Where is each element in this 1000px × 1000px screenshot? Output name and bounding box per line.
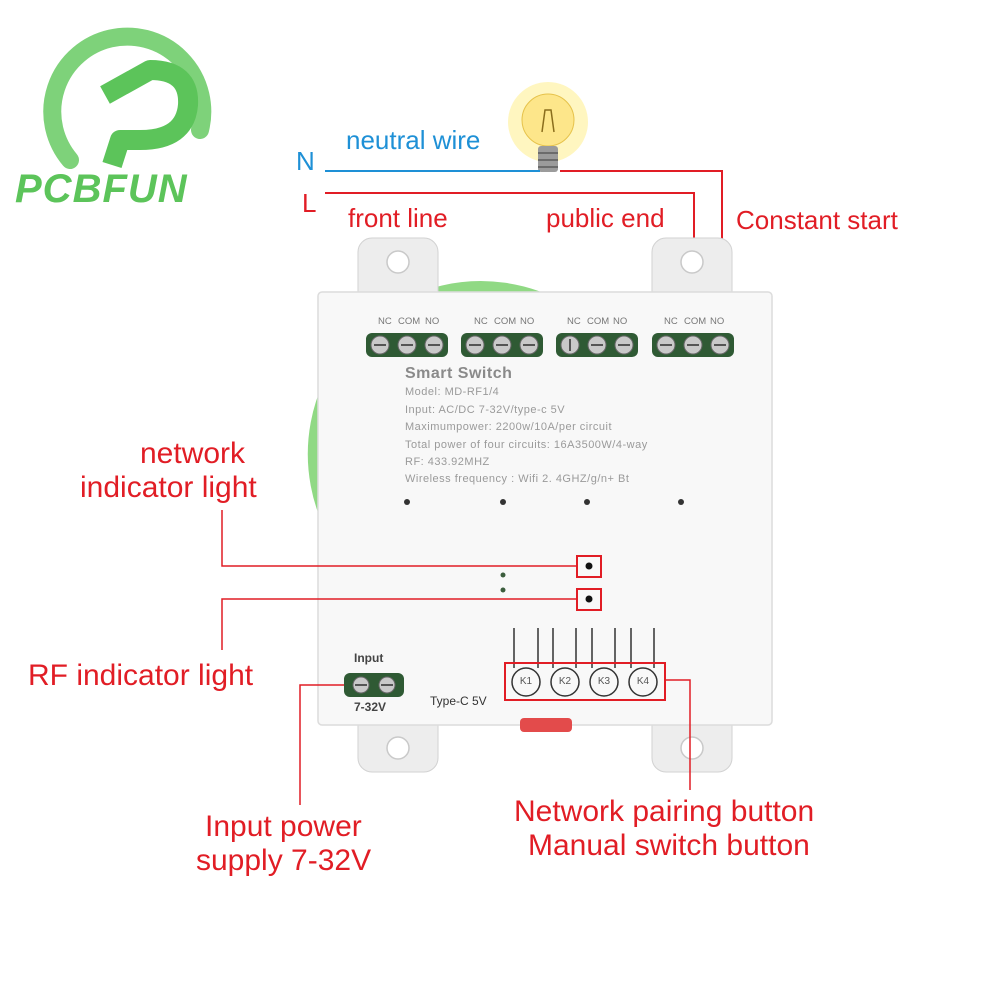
buttons-callout-line2: Manual switch button	[528, 829, 810, 862]
k4-button[interactable]	[628, 667, 658, 697]
n-label: N	[296, 146, 315, 176]
terminal-group-4-com: COM	[684, 316, 707, 327]
terminal-group-2-nc: NC	[474, 316, 488, 327]
terminal-group-3-com: COM	[587, 316, 610, 327]
typec-label: Type-C 5V	[430, 694, 487, 708]
k1-label: K1	[519, 676, 533, 687]
device-total-power: Total power of four circuits: 16A3500W/4…	[405, 439, 648, 451]
device-title: Smart Switch	[405, 365, 513, 382]
l-label: L	[302, 188, 317, 218]
rf-indicator-callout: RF indicator light	[28, 659, 254, 692]
terminal-group-1-no: NO	[425, 316, 440, 327]
pcbfun-logo-icon	[43, 27, 212, 169]
buttons-box	[504, 662, 666, 701]
light-bulb-icon	[508, 82, 588, 172]
terminal-group-1-com: COM	[398, 316, 421, 327]
terminal-group-1-nc: NC	[378, 316, 392, 327]
input-voltage-label: 7-32V	[354, 700, 387, 714]
power-input-terminal	[344, 673, 404, 697]
constant-start-label: Constant start	[736, 205, 898, 235]
device-wireless-spec: Wireless frequency : Wifi 2. 4GHZ/g/n+ B…	[405, 473, 630, 485]
k3-label: K3	[597, 676, 611, 687]
network-indicator-light	[585, 562, 593, 570]
k3-button[interactable]	[589, 667, 619, 697]
terminal-group-3-nc: NC	[567, 316, 581, 327]
k2-button[interactable]	[550, 667, 580, 697]
terminal-group-3-no: NO	[613, 316, 628, 327]
input-label: Input	[354, 651, 384, 665]
device-max-power: Maximumpower: 2200w/10A/per circuit	[405, 421, 613, 433]
input-power-callout-line1: Input power	[205, 810, 362, 843]
device-rf-spec: RF: 433.92MHZ	[405, 456, 490, 468]
network-indicator-callout-line2: indicator light	[80, 471, 257, 504]
terminal-group-2-com: COM	[494, 316, 517, 327]
led-dots	[404, 499, 684, 593]
device-model: Model: MD-RF1/4	[405, 386, 500, 398]
input-power-callout-line2: supply 7-32V	[196, 844, 372, 877]
button-leads	[513, 628, 655, 668]
buttons-callout-line1: Network pairing button	[514, 795, 815, 828]
front-line-label: front line	[348, 203, 448, 233]
terminal-group-4-nc: NC	[664, 316, 678, 327]
k4-label: K4	[636, 676, 650, 687]
relay-terminals	[366, 333, 734, 357]
typec-port	[520, 718, 572, 732]
device-input-spec: Input: AC/DC 7-32V/type-c 5V	[405, 404, 566, 416]
terminal-group-2-no: NO	[520, 316, 535, 327]
k2-label: K2	[558, 676, 572, 687]
k1-button[interactable]	[511, 667, 541, 697]
neutral-wire-label: neutral wire	[346, 125, 481, 155]
network-indicator-callout-line1: network	[140, 437, 246, 470]
public-end-label: public end	[546, 203, 665, 233]
rf-indicator-light	[585, 595, 593, 603]
logo-text: PCBFUN	[15, 167, 188, 211]
terminal-group-4-no: NO	[710, 316, 725, 327]
